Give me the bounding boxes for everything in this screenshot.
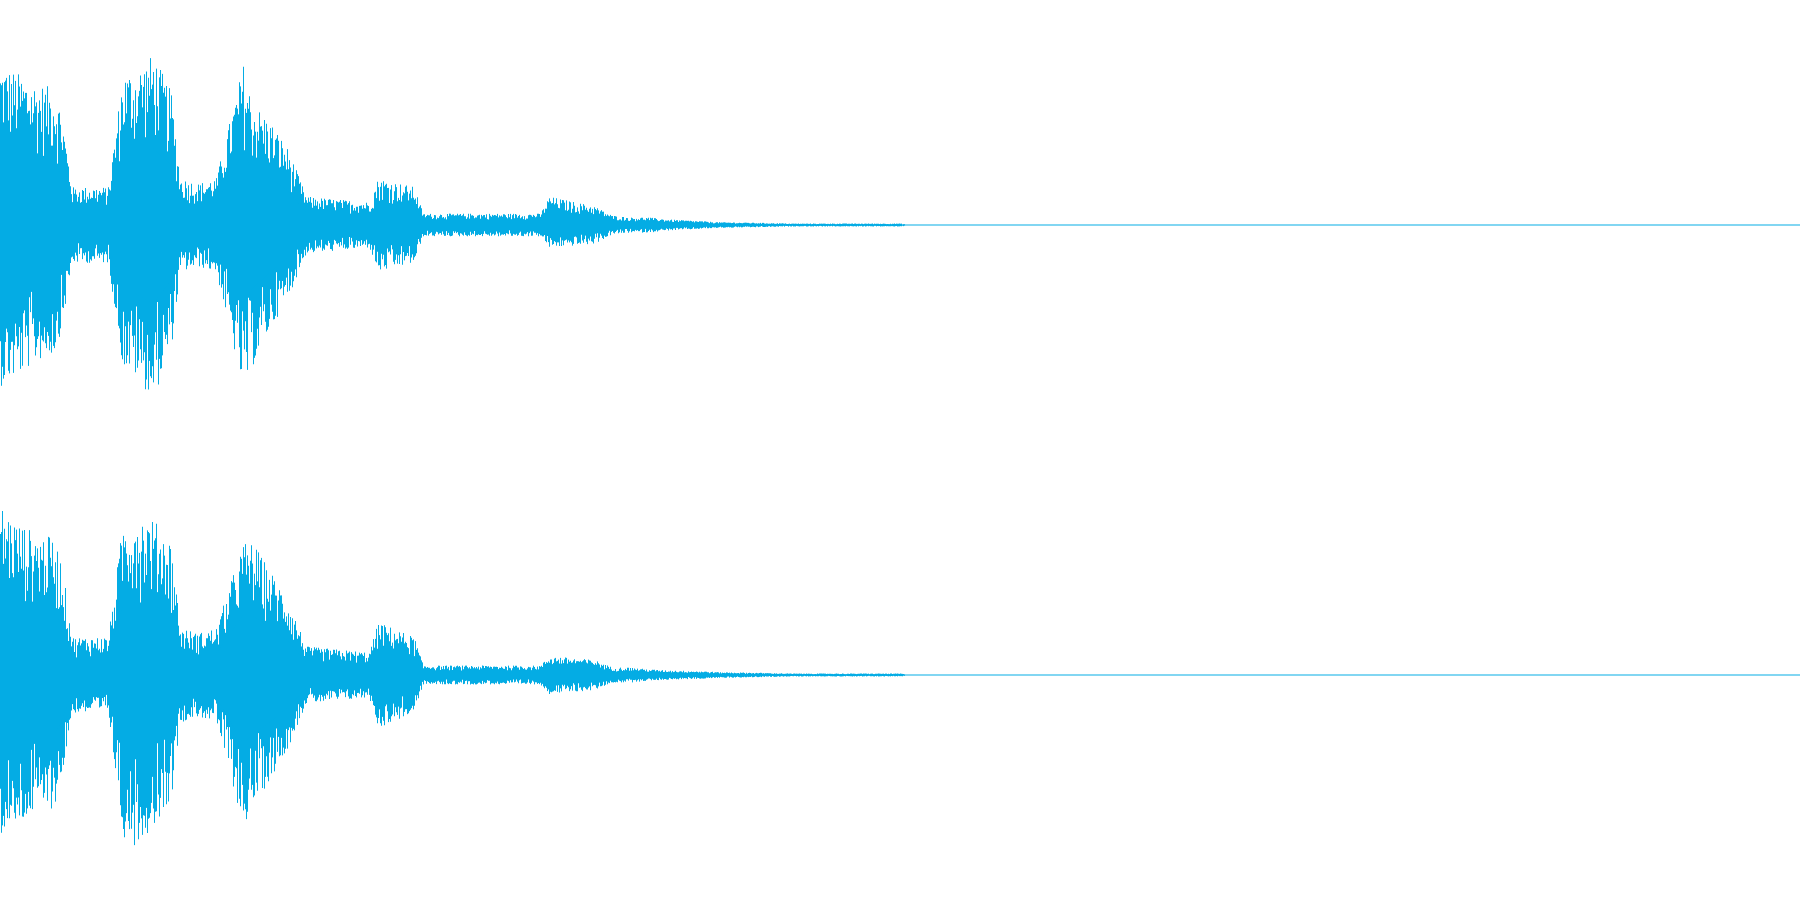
channel-1-waveform xyxy=(0,58,1800,390)
channel-2-waveform xyxy=(0,511,1800,846)
channel-2-body xyxy=(0,598,1800,752)
channel-1-body xyxy=(0,148,1800,304)
